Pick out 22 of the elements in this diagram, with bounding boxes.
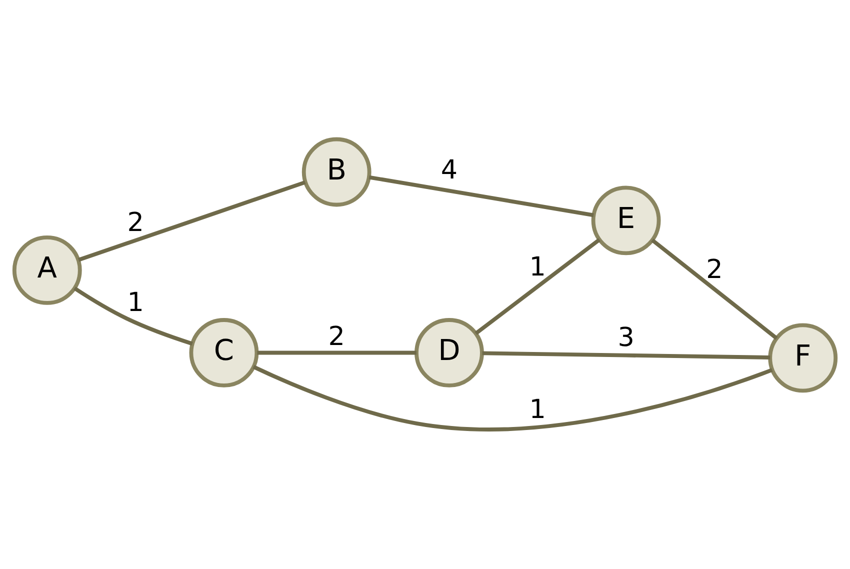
connector <box>74 286 193 346</box>
connector <box>482 351 770 360</box>
node-circle: F <box>768 323 838 393</box>
edge-label: 1 <box>127 288 144 318</box>
connector <box>474 238 601 336</box>
edge-label: 4 <box>440 156 458 186</box>
edge-label: 2 <box>328 322 345 352</box>
node-circle: E <box>591 186 661 256</box>
edge-label: 2 <box>706 255 723 286</box>
edge-label: 3 <box>618 323 634 354</box>
connector <box>651 238 778 340</box>
edge-label: 1 <box>529 252 546 282</box>
connector <box>78 180 306 262</box>
node-circle: D <box>414 318 484 388</box>
node-circle: B <box>302 137 372 207</box>
node-circle: A <box>12 236 82 305</box>
connector <box>368 175 594 218</box>
node-circle: C <box>189 318 259 388</box>
connector <box>252 365 773 432</box>
edge-label: 2 <box>127 208 144 238</box>
connector <box>257 350 416 355</box>
edge-label: 1 <box>529 395 546 426</box>
